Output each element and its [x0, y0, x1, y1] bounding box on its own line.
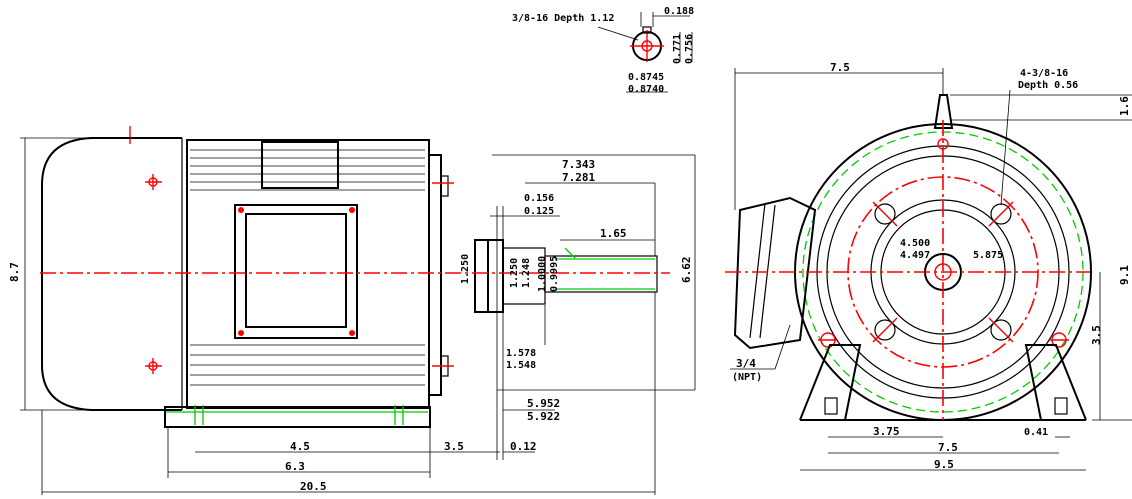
label-foot-offset: 3.75	[873, 425, 900, 438]
label-foot-to-shaft: 3.5	[444, 440, 464, 453]
label-foot-spacing: 4.5	[290, 440, 310, 453]
tapped-holes	[872, 201, 1014, 343]
label-flange-thk-b: 0.125	[524, 206, 554, 217]
mounting-flange	[474, 239, 489, 313]
label-tap: 3/8-16 Depth 1.12	[512, 13, 614, 24]
label-base-b: 5.922	[527, 410, 560, 423]
label-hub-dia-2a: 1.250	[509, 258, 520, 288]
label-shaft-dia-b: 0.9995	[549, 256, 560, 292]
label-key-depth-a: 0.771	[672, 34, 683, 64]
label-overall-height: 8.7	[8, 262, 21, 282]
label-base-length: 6.3	[285, 460, 305, 473]
label-tap-1: 4-3/8-16	[1020, 68, 1068, 79]
label-shaft-ext-b: 7.281	[562, 171, 595, 184]
output-shaft	[544, 255, 658, 293]
fan-cover	[41, 137, 182, 411]
label-conduit-type: (NPT)	[732, 372, 762, 383]
label-step-b: 1.548	[506, 360, 536, 371]
label-base-a: 5.952	[527, 397, 560, 410]
label-gap: 0.12	[510, 440, 537, 453]
label-center-dist: 7.5	[830, 61, 850, 74]
keyway-detail: 3/8-16 Depth 1.12 0.188 0.771 0.756 0.87…	[512, 6, 695, 95]
label-flange-thk-a: 0.156	[524, 193, 554, 204]
label-base-width: 9.5	[934, 458, 954, 471]
cooling-fins-top	[190, 149, 425, 191]
base-feet	[164, 406, 431, 428]
label-shaft-length: 1.65	[600, 227, 627, 240]
end-view: 7.5 4-3/8-16 Depth 0.56 1.6 4.500 4.497 …	[725, 61, 1132, 471]
label-shaft-ext-a: 7.343	[562, 158, 595, 171]
label-key-width: 0.188	[664, 6, 694, 17]
label-hub-dia-1: 1.250	[460, 254, 471, 284]
label-shaft-height: 6.62	[680, 257, 693, 284]
label-hub-dia-2b: 1.248	[521, 258, 532, 288]
label-foot-hole: 0.41	[1024, 427, 1048, 438]
label-end-overall-height: 9.1	[1118, 265, 1131, 285]
side-dimension-lines	[20, 137, 696, 495]
label-pilot-a: 4.500	[900, 238, 930, 249]
label-dia-a: 0.8745	[628, 72, 664, 83]
label-overall-length: 20.5	[300, 480, 327, 493]
end-dimension-lines	[730, 68, 1132, 471]
label-conduit-size: 3/4	[736, 357, 756, 370]
label-step-a: 1.578	[506, 348, 536, 359]
label-end-foot-spacing: 7.5	[938, 441, 958, 454]
motor-frame	[186, 139, 430, 409]
terminal-box	[234, 204, 358, 339]
label-shaft-dia-a: 1.0000	[537, 256, 548, 292]
label-key-depth-b: 0.756	[684, 34, 695, 64]
label-top-height: 1.6	[1118, 96, 1131, 116]
cooling-fins-bottom	[190, 344, 425, 386]
label-end-shaft-height: 3.5	[1090, 325, 1103, 345]
label-bolt-circle: 5.875	[973, 250, 1003, 261]
label-dia-b: 0.8740	[628, 84, 664, 95]
label-tap-2: Depth 0.56	[1018, 80, 1078, 91]
side-view: 8.7 7.343 7.281 0.156 0.125 1.65 6.62 1.…	[8, 126, 696, 495]
conduit-box	[733, 196, 817, 350]
label-pilot-b: 4.497	[900, 250, 930, 261]
